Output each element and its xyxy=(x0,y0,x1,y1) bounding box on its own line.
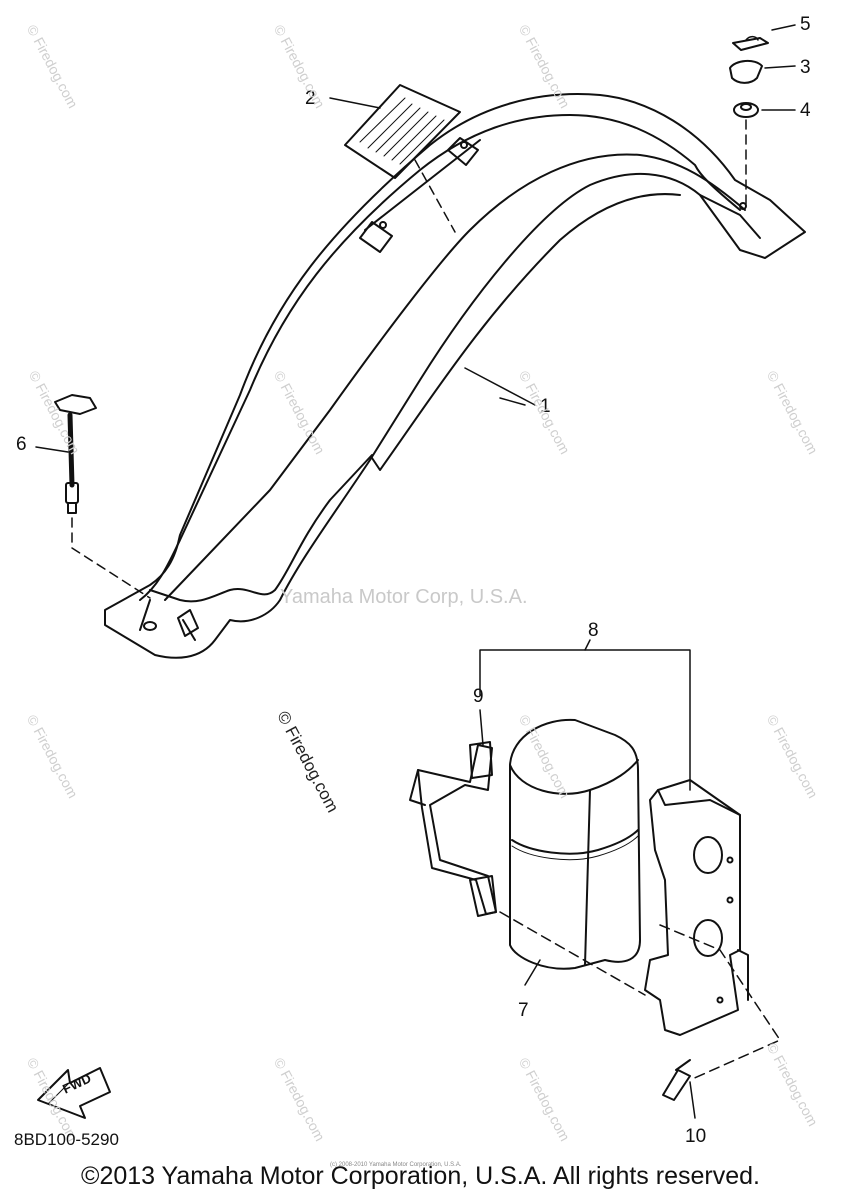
callout-10: 10 xyxy=(685,1126,707,1147)
part-code: 8BD100-5290 xyxy=(14,1130,119,1149)
callout-1: 1 xyxy=(540,396,551,417)
callout-4: 4 xyxy=(800,100,811,121)
callout-6: 6 xyxy=(16,434,27,455)
callout-7: 7 xyxy=(518,1000,529,1021)
callout-5: 5 xyxy=(800,14,811,35)
callout-9: 9 xyxy=(473,686,484,707)
rivet-part xyxy=(662,1059,696,1119)
callout-3: 3 xyxy=(800,57,811,78)
copyright-text: ©2013 Yamaha Motor Corporation, U.S.A. A… xyxy=(81,1162,760,1190)
callout-8: 8 xyxy=(588,620,599,641)
strap-part xyxy=(409,741,497,917)
mount-bracket-part xyxy=(644,779,781,1081)
bolt-part xyxy=(35,394,151,599)
fender-part xyxy=(104,93,806,659)
container-part xyxy=(499,718,646,996)
callout-2: 2 xyxy=(305,88,316,109)
fwd-arrow-icon xyxy=(37,1067,111,1119)
fastener-parts xyxy=(729,24,796,206)
watermark-center: Yamaha Motor Corp, U.S.A. xyxy=(280,586,528,608)
tiny-note: (c) 2008-2010 Yamaha Motor Corporation, … xyxy=(330,1162,462,1168)
label-sticker-part xyxy=(329,84,461,233)
bracket-group-label xyxy=(479,639,691,791)
